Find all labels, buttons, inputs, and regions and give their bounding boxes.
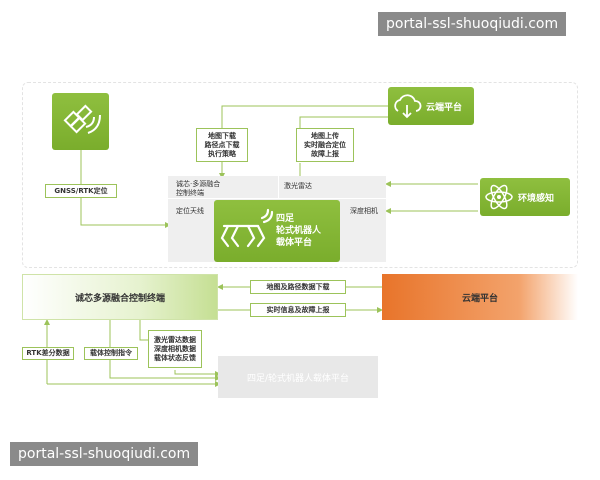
watermark-bottom: portal-ssl-shuoqiudi.com (10, 442, 199, 466)
sensor-divider-v (278, 176, 279, 198)
top-diagram-frame (22, 82, 578, 268)
download-label: 地图下载 路径点下载 执行策略 (196, 128, 248, 162)
upload-label: 地图上传 实时融合定位 故障上报 (296, 128, 354, 162)
map-download-label: 地图及路径数据下载 (250, 280, 346, 294)
robot-platform-bottom-box: 四足/轮式机器人载体平台 (218, 356, 378, 398)
sensor-data-label: 激光雷达数据 深度相机数据 载体状态反馈 (148, 330, 202, 368)
controller-label: 诚芯·多源融合 控制终端 (176, 180, 221, 197)
cloud-top-label: 云端平台 (426, 102, 463, 113)
robot-platform-box: 四足 轮式机器人 载体平台 (214, 200, 340, 262)
cloud-upload-icon (394, 94, 422, 119)
atom-icon (485, 184, 513, 210)
env-label: 环境感知 (518, 193, 555, 204)
env-perception-box: 环境感知 (480, 178, 570, 216)
satellite-icon (63, 104, 101, 134)
robot-platform-bottom-label: 四足/轮式机器人载体平台 (246, 373, 350, 384)
cloud-platform-bottom: 云端平台 (382, 274, 578, 320)
lidar-label: 激光雷达 (284, 182, 312, 190)
robot-platform-label: 四足 轮式机器人 载体平台 (276, 214, 322, 248)
cloud-bottom-label: 云端平台 (461, 293, 498, 304)
control-cmd-label: 载体控制指令 (84, 347, 138, 360)
depth-camera-label: 深度相机 (350, 207, 378, 215)
rtk-data-label: RTK差分数据 (22, 347, 74, 360)
sensor-divider (168, 198, 386, 199)
watermark-top: portal-ssl-shuoqiudi.com (378, 12, 567, 36)
gnss-label: GNSS/RTK定位 (45, 184, 117, 198)
satellite-box (52, 93, 109, 150)
robot-legs-icon (220, 208, 274, 248)
terminal-box: 诚芯多源融合控制终端 (22, 274, 218, 320)
terminal-label: 诚芯多源融合控制终端 (74, 293, 165, 304)
cloud-platform-top: 云端平台 (388, 87, 474, 125)
antenna-label: 定位天线 (176, 207, 204, 215)
realtime-report-label: 实时信息及故障上报 (250, 303, 346, 317)
